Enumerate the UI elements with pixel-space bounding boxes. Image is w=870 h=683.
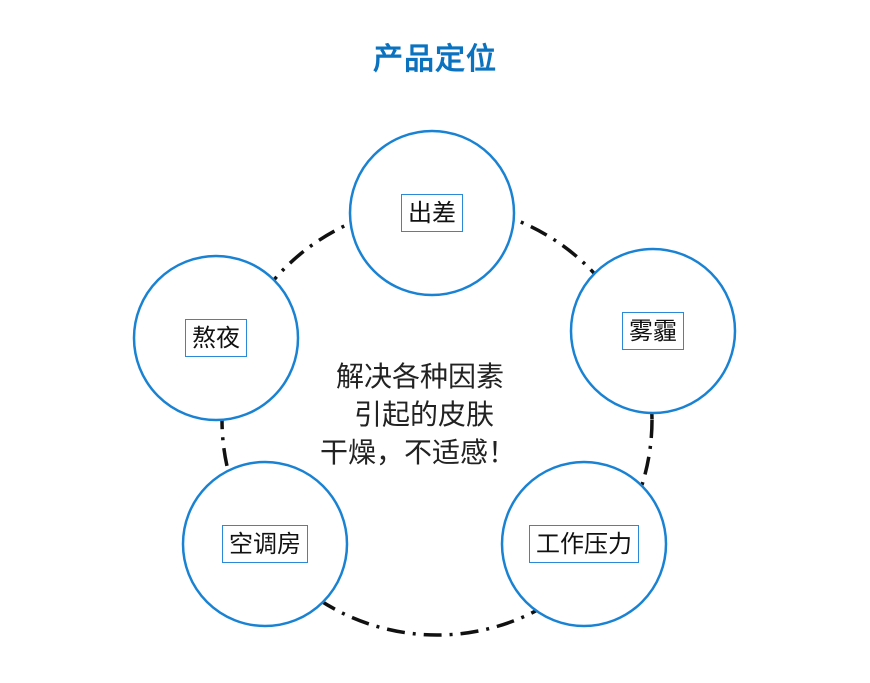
center-line-3: 干燥，不适感！ xyxy=(320,436,517,469)
center-line-2: 引起的皮肤 xyxy=(354,398,495,431)
node-label-business-trip: 出差 xyxy=(401,194,463,232)
node-label-air-conditioning: 空调房 xyxy=(222,525,308,563)
center-line-1: 解决各种因素 xyxy=(336,360,505,393)
node-label-work-pressure: 工作压力 xyxy=(529,525,639,563)
page-title: 产品定位 xyxy=(373,42,497,77)
node-label-smog: 雾霾 xyxy=(622,312,684,350)
node-label-staying-up: 熬夜 xyxy=(185,319,247,357)
